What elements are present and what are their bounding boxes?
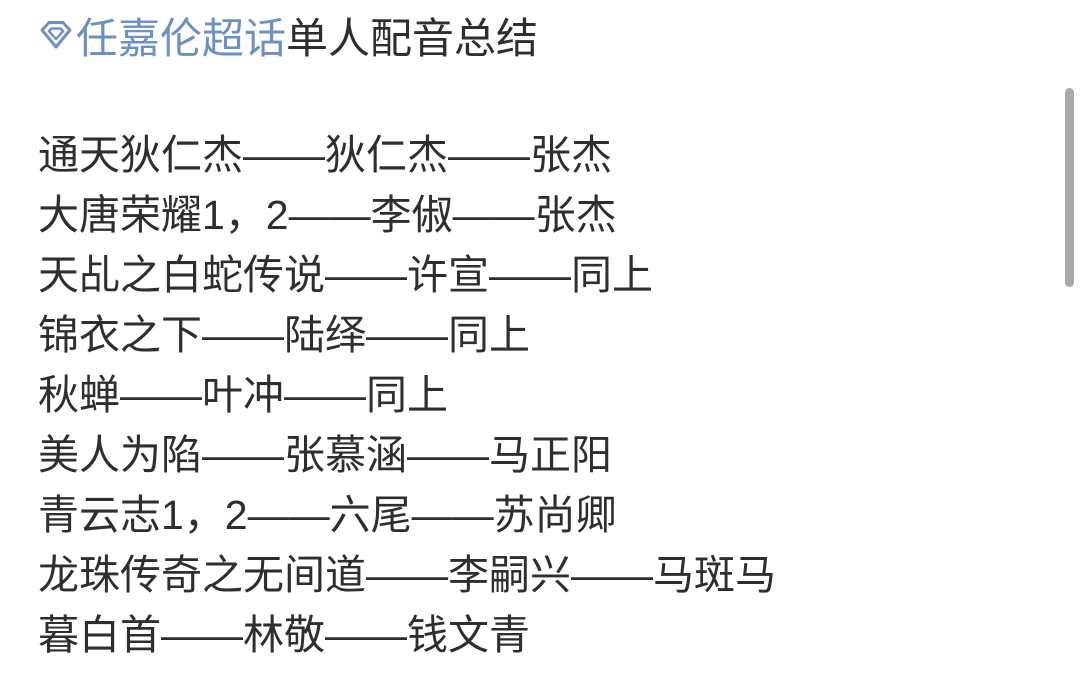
post-content: 任嘉伦超话单人配音总结 通天狄仁杰——狄仁杰——张杰 大唐荣耀1，2——李俶——… [38, 5, 1020, 665]
blank-line [38, 65, 1020, 125]
post-line: 天乩之白蛇传说——许宣——同上 [38, 252, 653, 298]
post-title-text: 单人配音总结 [286, 14, 539, 62]
vertical-scrollbar-thumb[interactable] [1065, 88, 1074, 287]
supertopic-gem-icon [40, 21, 72, 49]
post-line: 秋蝉——叶冲——同上 [38, 372, 448, 418]
post-title: 任嘉伦超话单人配音总结 [38, 5, 1020, 65]
post-body: 通天狄仁杰——狄仁杰——张杰 大唐荣耀1，2——李俶——张杰 天乩之白蛇传说——… [38, 125, 1020, 665]
post-line: 暮白首——林敬——钱文青 [38, 612, 530, 658]
post-line: 通天狄仁杰——狄仁杰——张杰 [38, 132, 612, 178]
post-line: 锦衣之下——陆绎——同上 [38, 312, 530, 358]
supertopic-link[interactable]: 任嘉伦超话 [76, 14, 287, 62]
post-line: 龙珠传奇之无间道——李嗣兴——马斑马 [38, 552, 776, 598]
post-line: 美人为陷——张慕涵——马正阳 [38, 432, 612, 478]
post-line: 大唐荣耀1，2——李俶——张杰 [38, 192, 617, 238]
post-line: 青云志1，2——六尾——苏尚卿 [38, 492, 617, 538]
